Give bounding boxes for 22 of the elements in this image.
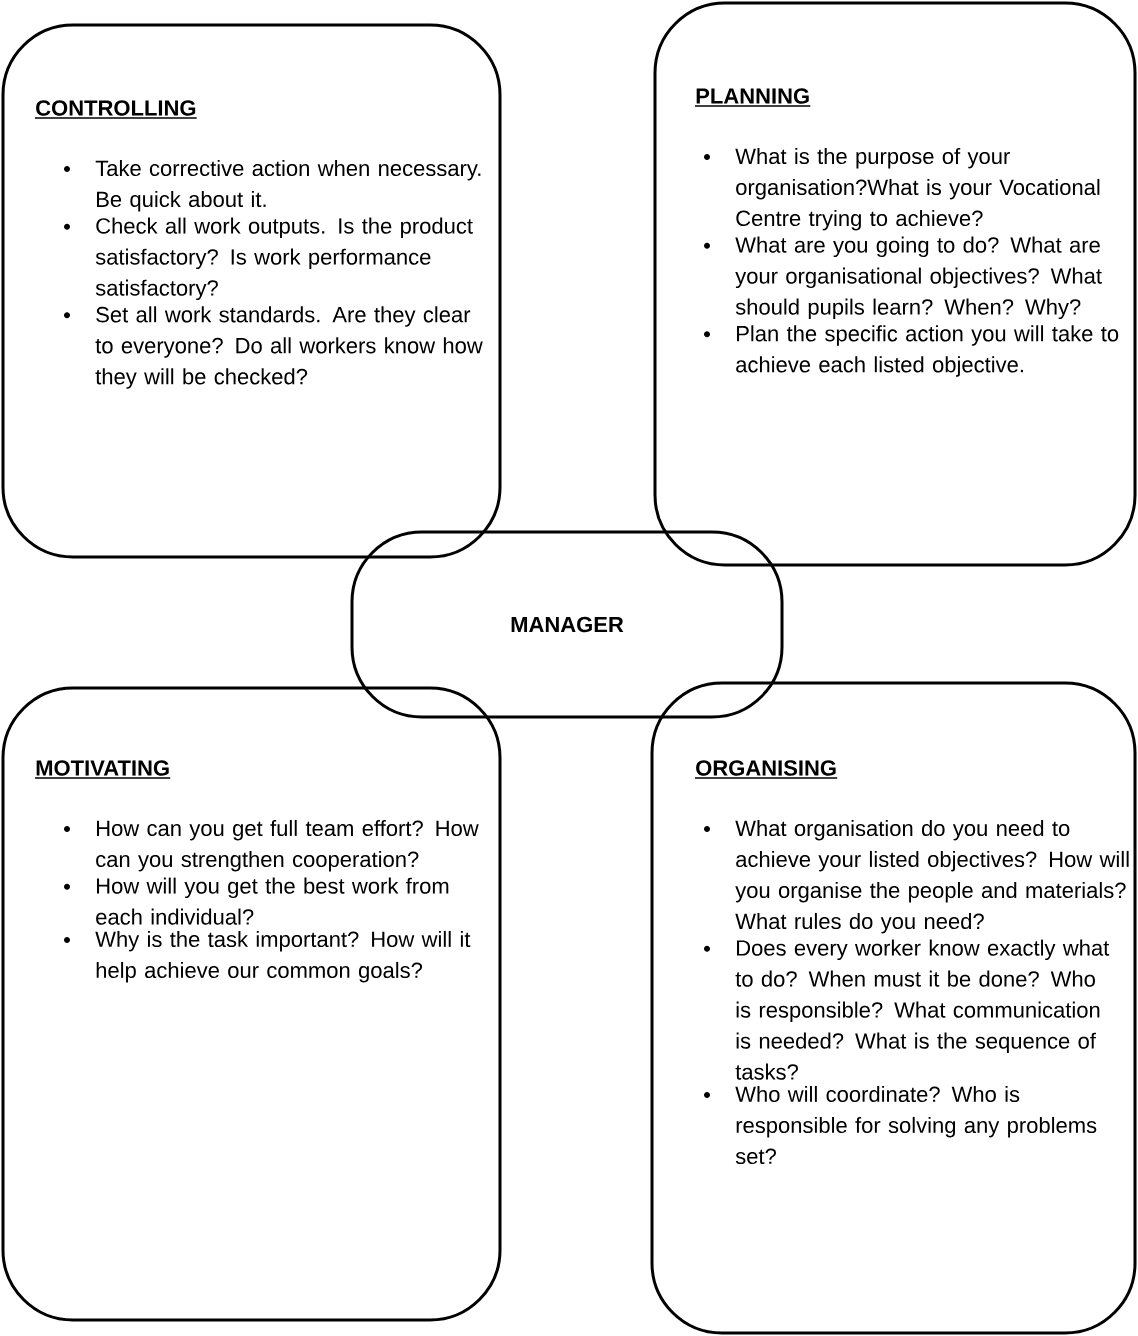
bullet-item: Who will coordinate? Who is responsible for solving any problems set? [704, 1085, 1097, 1165]
bullet-item: How can you get full team effort? How can you strengthen cooperation? [64, 819, 479, 872]
rounded-box [350, 530, 784, 719]
bullet-item: Set all work standards. Are they clear to everyone? Do all workers know how they will be checked? [64, 306, 483, 389]
bullet-item: Check all work outputs. Is the product satisfactory? Is work performance satisfactory? [64, 217, 473, 301]
bullet-item: Why is the task important? How will it help achieve our common goals? [64, 930, 471, 983]
heading: ORGANISING [694, 760, 838, 779]
rounded-box [650, 681, 1137, 1335]
bullet-item: Take corrective action when necessary. Be quick about it. [64, 159, 481, 212]
bullet-item: What are you going to do? What are your organisational objectives? What should pupils learn? When? Why? [704, 236, 1102, 320]
bullet-item: Plan the specific action you will take to achieve each listed objective. [704, 325, 1119, 377]
rounded-box [1, 686, 502, 1322]
bullet-item: How will you get the best work from each individual? [64, 877, 449, 925]
heading: PLANNING [694, 88, 812, 107]
label: MANAGER [511, 616, 624, 633]
rounded-box [653, 1, 1137, 567]
bullet-item: What is the purpose of your organisation?What is your Vocational Centre trying to achieve? [704, 147, 1100, 231]
bullet-item: What organisation do you need to achieve your listed objectives? How will you organise the people and materials? What rules do you need? [704, 819, 1129, 934]
bullet-item: Does every worker know exactly what to do? When must it be done? Who is responsible? What communication is needed? What is the sequence of tasks? [704, 939, 1110, 1080]
rounded-box [1, 23, 502, 559]
heading: MOTIVATING [34, 760, 171, 779]
heading: CONTROLLING [34, 100, 198, 119]
